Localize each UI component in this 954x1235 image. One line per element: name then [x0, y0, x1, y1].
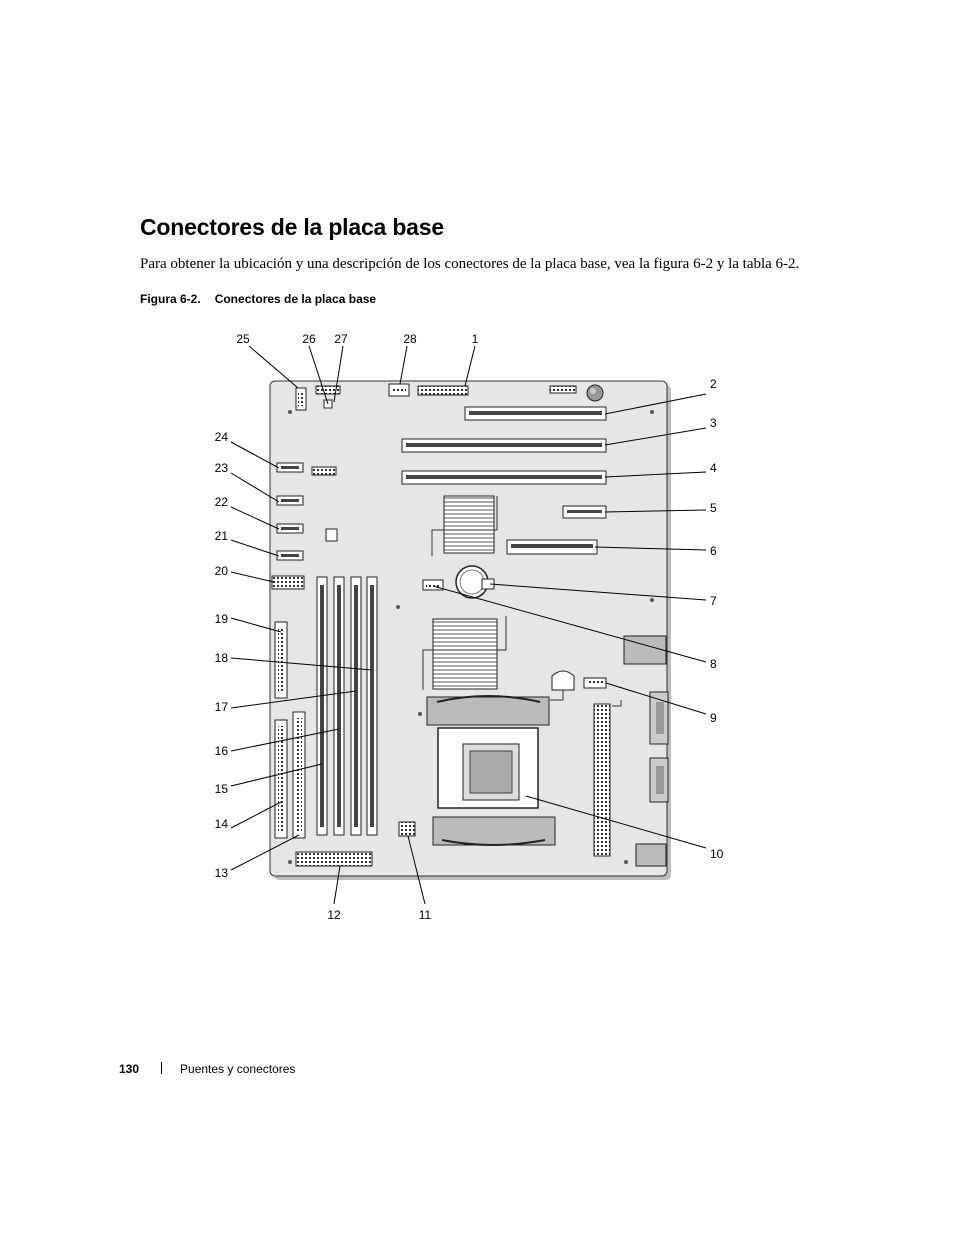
callout-4: 4 — [710, 461, 717, 475]
expansion-slots — [401, 406, 607, 555]
callout-8: 8 — [710, 657, 717, 671]
callout-11: 11 — [419, 908, 432, 922]
footer-section: Puentes y conectores — [180, 1062, 296, 1076]
callout-leader-lines — [230, 345, 707, 905]
figure-title: Conectores de la placa base — [214, 292, 377, 306]
callout-23: 23 — [215, 461, 229, 475]
figure-number: Figura 6-2. — [140, 292, 201, 306]
intro-paragraph: Para obtener la ubicación y una descripc… — [140, 256, 800, 272]
callout-19: 19 — [215, 612, 229, 626]
callout-16: 16 — [215, 744, 229, 758]
top-headers — [295, 383, 604, 411]
callout-7: 7 — [710, 594, 717, 608]
callout-5: 5 — [710, 501, 717, 515]
callout-17: 17 — [215, 700, 229, 714]
mounting-holes — [288, 410, 654, 864]
power-connectors — [295, 677, 622, 867]
callout-14: 14 — [215, 817, 229, 831]
page-footer: 130 Puentes y conectores — [119, 1062, 295, 1076]
memory-slots — [316, 576, 378, 836]
callout-22: 22 — [215, 495, 229, 509]
figure-caption: Figura 6-2. Conectores de la placa base — [140, 292, 376, 306]
drive-connectors — [274, 621, 306, 839]
callout-24: 24 — [215, 430, 229, 444]
cpu-socket — [426, 670, 575, 846]
callout-21: 21 — [215, 529, 229, 543]
battery-area — [422, 565, 495, 599]
callout-20: 20 — [215, 564, 229, 578]
callout-27: 27 — [334, 332, 348, 346]
callout-28: 28 — [403, 332, 417, 346]
page-title: Conectores de la placa base — [140, 214, 444, 240]
callout-18: 18 — [215, 651, 229, 665]
io-panel — [623, 635, 669, 867]
callout-2: 2 — [710, 377, 717, 391]
sata-connectors — [271, 462, 338, 590]
footer-separator — [161, 1062, 163, 1074]
callout-10: 10 — [710, 847, 724, 861]
callout-15: 15 — [215, 782, 229, 796]
callout-9: 9 — [710, 711, 717, 725]
callout-1: 1 — [472, 332, 479, 346]
callout-3: 3 — [710, 416, 717, 430]
callout-25: 25 — [236, 332, 250, 346]
callout-26: 26 — [302, 332, 316, 346]
callout-13: 13 — [215, 866, 229, 880]
page-number: 130 — [119, 1062, 140, 1076]
callout-labels: 1 2 3 4 5 6 7 8 9 10 11 12 13 14 15 16 1… — [215, 332, 724, 922]
callout-12: 12 — [327, 908, 341, 922]
heatsinks — [422, 495, 507, 690]
callout-6: 6 — [710, 544, 717, 558]
